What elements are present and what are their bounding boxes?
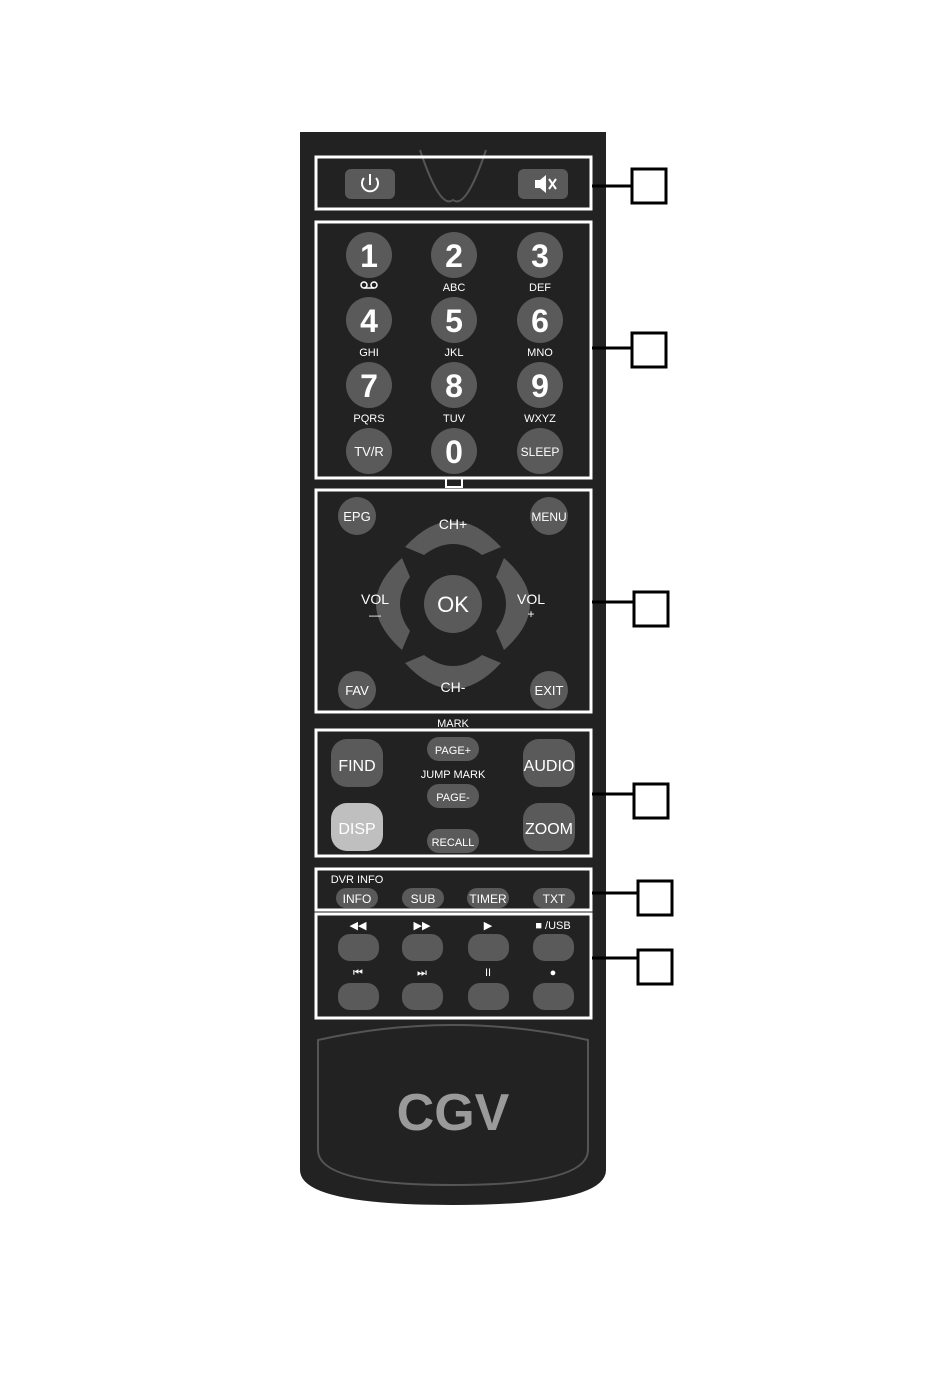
key-4[interactable]: 4 <box>346 297 392 343</box>
vol-up-label: VOL <box>517 591 545 607</box>
prev-button[interactable] <box>338 983 379 1010</box>
exit-button[interactable]: EXIT <box>530 671 568 709</box>
stop-usb-symbol: ■ /USB <box>535 920 570 932</box>
page-up-label: PAGE+ <box>435 745 471 757</box>
exit-label: EXIT <box>535 683 564 698</box>
ok-label: OK <box>437 592 469 617</box>
fast-forward-button[interactable] <box>402 934 443 961</box>
epg-button[interactable]: EPG <box>338 497 376 535</box>
key-4-label: 4 <box>360 303 378 339</box>
stop-usb-button[interactable] <box>533 934 574 961</box>
power-button[interactable] <box>345 169 395 199</box>
sleep-label: SLEEP <box>521 445 560 459</box>
zoom-label: ZOOM <box>525 821 573 838</box>
key-1[interactable]: 1 <box>346 232 392 278</box>
key-5-label: 5 <box>445 303 463 339</box>
letters-wxyz: WXYZ <box>524 413 556 425</box>
epg-label: EPG <box>343 509 370 524</box>
key-5[interactable]: 5 <box>431 297 477 343</box>
sub-button[interactable]: SUB <box>402 888 444 908</box>
key-2[interactable]: 2 <box>431 232 477 278</box>
sleep-button[interactable]: SLEEP <box>517 428 563 474</box>
rewind-button[interactable] <box>338 934 379 961</box>
tv-radio-label: TV/R <box>354 444 384 459</box>
letters-ghi: GHI <box>359 347 379 359</box>
find-label: FIND <box>338 758 375 775</box>
record-button[interactable] <box>533 983 574 1010</box>
key-3[interactable]: 3 <box>517 232 563 278</box>
letters-mno: MNO <box>527 347 553 359</box>
jump-mark-label: JUMP MARK <box>421 769 486 781</box>
callout-box-2 <box>632 333 666 367</box>
mute-button[interactable] <box>518 169 568 199</box>
pause-button[interactable] <box>468 983 509 1010</box>
next-button[interactable] <box>402 983 443 1010</box>
sub-label: SUB <box>411 892 436 906</box>
timer-button[interactable]: TIMER <box>467 888 509 908</box>
key-8-label: 8 <box>445 368 463 404</box>
fav-label: FAV <box>345 683 369 698</box>
brand-logo: CGV <box>397 1084 510 1142</box>
callout-box-6 <box>638 950 672 984</box>
menu-label: MENU <box>531 510 566 524</box>
vol-up-sign: + <box>527 607 534 621</box>
pause-symbol: II <box>485 967 491 979</box>
record-symbol: ● <box>550 967 557 979</box>
key-1-label: 1 <box>360 238 378 274</box>
key-0-label: 0 <box>445 434 463 470</box>
rewind-symbol: ◀◀ <box>350 920 367 932</box>
info-button[interactable]: INFO <box>336 888 378 908</box>
disp-button[interactable]: DISP <box>331 803 383 851</box>
key-6-label: 6 <box>531 303 549 339</box>
dvr-info-label: DVR INFO <box>331 874 384 886</box>
vol-down-label: VOL <box>361 591 389 607</box>
timer-label: TIMER <box>469 892 507 906</box>
recall-button[interactable]: RECALL <box>427 829 479 853</box>
key-7[interactable]: 7 <box>346 362 392 408</box>
callout-box-1 <box>632 169 666 203</box>
menu-button[interactable]: MENU <box>530 497 568 535</box>
key-0[interactable]: 0 <box>431 428 477 474</box>
next-symbol: ⏭ <box>417 967 427 979</box>
play-button[interactable] <box>468 934 509 961</box>
fav-button[interactable]: FAV <box>338 671 376 709</box>
key-9[interactable]: 9 <box>517 362 563 408</box>
callout-box-5 <box>638 881 672 915</box>
fast-forward-symbol: ▶▶ <box>414 920 431 932</box>
tv-radio-button[interactable]: TV/R <box>346 428 392 474</box>
txt-label: TXT <box>543 892 566 906</box>
page-down-label: PAGE- <box>436 792 470 804</box>
mark-label: MARK <box>437 718 469 730</box>
page-up-button[interactable]: PAGE+ <box>427 737 479 761</box>
txt-button[interactable]: TXT <box>533 888 575 908</box>
zoom-button[interactable]: ZOOM <box>523 803 575 851</box>
callout-box-4 <box>634 784 668 818</box>
prev-symbol: ⏮ <box>353 967 363 979</box>
key-8[interactable]: 8 <box>431 362 477 408</box>
page-down-button[interactable]: PAGE- <box>427 784 479 808</box>
key-3-label: 3 <box>531 238 549 274</box>
play-symbol: ▶ <box>484 920 493 932</box>
disp-label: DISP <box>338 821 375 838</box>
recall-label: RECALL <box>432 837 475 849</box>
key-7-label: 7 <box>360 368 378 404</box>
letters-abc: ABC <box>443 282 466 294</box>
ch-up-label: CH+ <box>439 516 467 532</box>
info-label: INFO <box>343 892 372 906</box>
key-6[interactable]: 6 <box>517 297 563 343</box>
letters-tuv: TUV <box>443 413 466 425</box>
ch-down-label: CH- <box>441 679 466 695</box>
ok-button[interactable]: OK <box>424 575 482 633</box>
vol-down-sign: — <box>369 608 381 622</box>
find-button[interactable]: FIND <box>331 739 383 787</box>
audio-button[interactable]: AUDIO <box>523 739 575 787</box>
key-9-label: 9 <box>531 368 549 404</box>
key-2-label: 2 <box>445 238 463 274</box>
letters-def: DEF <box>529 282 551 294</box>
letters-pqrs: PQRS <box>353 413 384 425</box>
callout-box-3 <box>634 592 668 626</box>
letters-jkl: JKL <box>445 347 464 359</box>
audio-label: AUDIO <box>524 758 575 775</box>
